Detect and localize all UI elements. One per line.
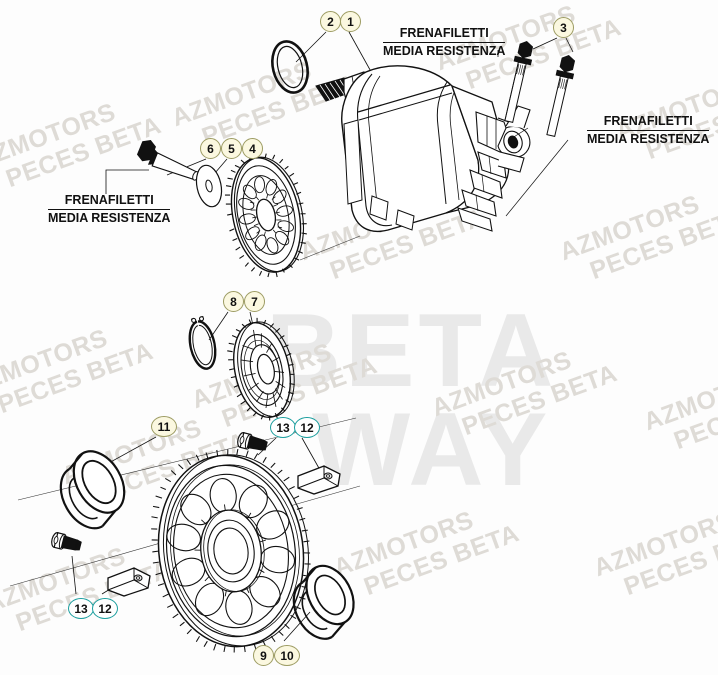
- callout-7[interactable]: 7: [244, 291, 265, 312]
- part-11-bearing-collar: [59, 450, 126, 530]
- callout-12-upper[interactable]: 12: [294, 417, 320, 438]
- callout-11[interactable]: 11: [151, 416, 177, 437]
- callout-13-upper[interactable]: 13: [270, 417, 296, 438]
- part-9-ring-gear-flywheel: [151, 448, 311, 653]
- callout-13-lower[interactable]: 13: [68, 598, 94, 619]
- callout-label: 13: [74, 601, 88, 616]
- note-line-1: FRENAFILETTI: [399, 26, 489, 40]
- part-12-retaining-plate-lower: [107, 567, 151, 597]
- callout-4[interactable]: 4: [242, 138, 263, 159]
- callout-label: 10: [280, 648, 294, 663]
- callout-label: 6: [207, 141, 214, 156]
- callout-8[interactable]: 8: [223, 291, 244, 312]
- callout-label: 12: [98, 601, 112, 616]
- callout-label: 12: [300, 420, 314, 435]
- callout-label: 8: [230, 294, 237, 309]
- callout-label: 11: [157, 419, 171, 434]
- callout-6[interactable]: 6: [200, 138, 221, 159]
- part-7-idler-gear: [227, 317, 295, 421]
- note-frenafiletti-left: FRENAFILETTI MEDIA RESISTENZA: [48, 193, 171, 227]
- part-4-driven-gear: [224, 152, 307, 278]
- part-6-hex-bolt: [136, 140, 200, 181]
- note-line-1: FRENAFILETTI: [603, 114, 693, 128]
- note-line-2: MEDIA RESISTENZA: [383, 41, 506, 58]
- callout-label: 9: [260, 648, 267, 663]
- note-frenafiletti-top: FRENAFILETTI MEDIA RESISTENZA: [383, 26, 506, 60]
- callout-12-lower[interactable]: 12: [92, 598, 118, 619]
- part-2-oring: [271, 40, 309, 94]
- callout-label: 5: [228, 141, 235, 156]
- part-1-starter-motor: [315, 65, 531, 232]
- part-10-bearing-collar-right: [292, 564, 355, 640]
- part-3-flange-bolts: [504, 41, 576, 217]
- part-5-washer: [195, 164, 223, 208]
- callout-label: 7: [251, 294, 258, 309]
- callout-label: 1: [347, 14, 354, 29]
- callout-1[interactable]: 1: [340, 11, 361, 32]
- callout-label: 2: [327, 14, 334, 29]
- part-13-shoulder-bolt-upper: [237, 431, 268, 451]
- part-8-circlip: [188, 315, 217, 370]
- note-line-2: MEDIA RESISTENZA: [587, 129, 710, 146]
- note-line-2: MEDIA RESISTENZA: [48, 208, 171, 225]
- part-13-shoulder-bolt-lower: [51, 531, 82, 551]
- callout-label: 13: [276, 420, 290, 435]
- note-frenafiletti-right: FRENAFILETTI MEDIA RESISTENZA: [587, 114, 710, 148]
- callout-2[interactable]: 2: [320, 11, 341, 32]
- part-12-retaining-plate-upper: [297, 465, 341, 495]
- callout-label: 3: [560, 20, 567, 35]
- callout-9[interactable]: 9: [253, 645, 274, 666]
- note-line-1: FRENAFILETTI: [64, 193, 154, 207]
- callout-label: 4: [249, 141, 256, 156]
- callout-5[interactable]: 5: [221, 138, 242, 159]
- callout-10[interactable]: 10: [274, 645, 300, 666]
- callout-3[interactable]: 3: [553, 17, 574, 38]
